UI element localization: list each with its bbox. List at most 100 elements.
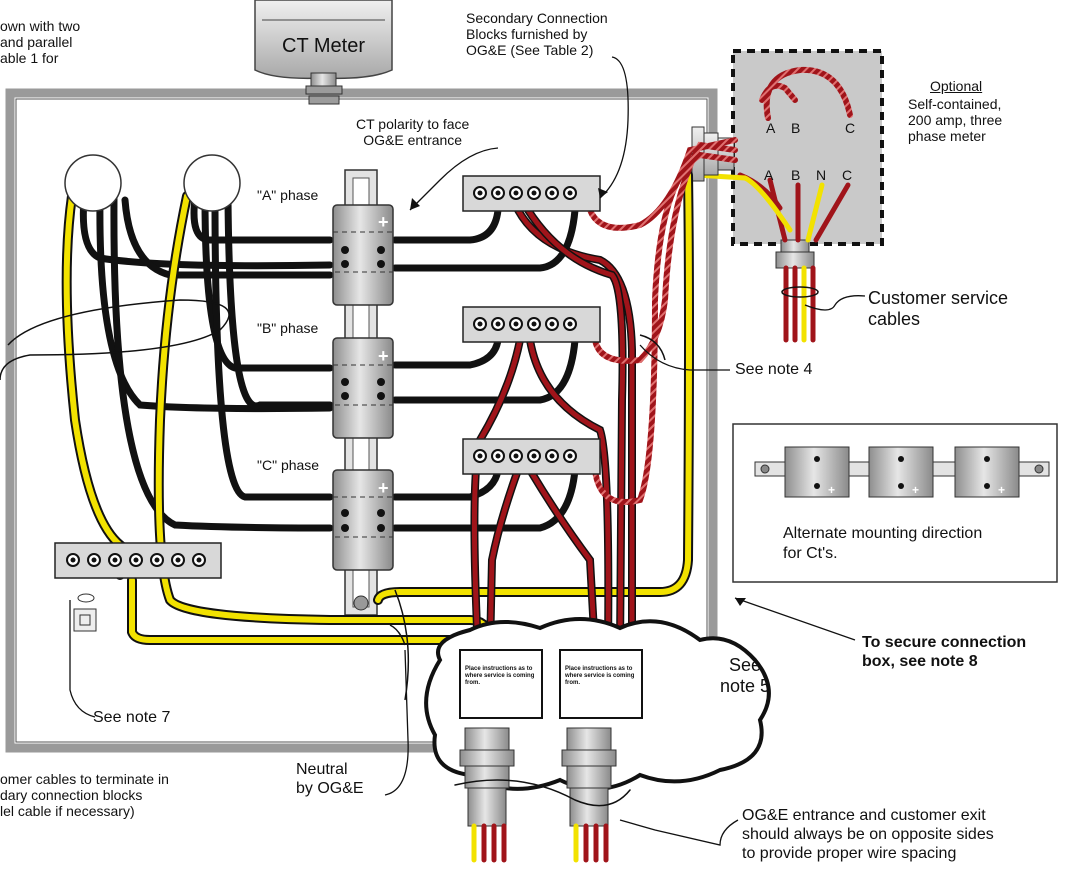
optional-description-line: Self-contained, bbox=[908, 96, 1002, 112]
secondary-blocks-line: Secondary Connection bbox=[466, 10, 608, 26]
terminal-screw-center bbox=[549, 321, 555, 327]
terminal-screw-center bbox=[133, 557, 139, 563]
terminal-screw-center bbox=[495, 453, 501, 459]
terminal-screw-center bbox=[567, 321, 573, 327]
see-note-5-label: See note 5 bbox=[720, 655, 770, 697]
entrance-note-line: should always be on opposite sides bbox=[742, 826, 994, 843]
see-note-4-label: See note 4 bbox=[735, 361, 813, 378]
terminal-screw-center bbox=[70, 557, 76, 563]
customer-service-line: cables bbox=[868, 309, 921, 329]
phase-b-label: "B" phase bbox=[257, 320, 319, 336]
top-left-note-line: able 1 for bbox=[0, 50, 59, 66]
ct-c: + bbox=[332, 469, 394, 571]
phase-a-label: "A" phase bbox=[257, 187, 319, 203]
see-note-5-line: note 5 bbox=[720, 676, 771, 696]
arrowheads bbox=[410, 188, 746, 606]
meter-terminal-c-top: C bbox=[845, 120, 856, 136]
optional-description-line: phase meter bbox=[908, 128, 986, 144]
alternate-mounting-inset: + + + bbox=[732, 423, 1058, 583]
ct-meter bbox=[254, 0, 393, 105]
terminal-screw-center bbox=[531, 453, 537, 459]
phase-c-label: "C" phase bbox=[257, 457, 320, 473]
terminal-screw-center bbox=[477, 321, 483, 327]
bottom-conduit-entrance bbox=[459, 727, 515, 827]
conduit-knockouts bbox=[64, 154, 241, 212]
block-terminals bbox=[66, 186, 577, 567]
optional-title: Optional bbox=[930, 78, 983, 94]
bottom-left-note-line: omer cables to terminate in bbox=[0, 771, 169, 787]
alternate-mounting-line: for Ct's. bbox=[783, 545, 838, 562]
terminal-screw-center bbox=[531, 190, 537, 196]
secondary-blocks-line: Blocks furnished by bbox=[466, 26, 588, 42]
meter-terminal-a-bottom: A bbox=[764, 167, 774, 183]
terminal-screw-center bbox=[549, 453, 555, 459]
svg-text:+: + bbox=[998, 483, 1005, 497]
top-left-note-line: and parallel bbox=[0, 34, 73, 50]
svg-text:+: + bbox=[378, 212, 389, 232]
neutral-line: by OG&E bbox=[296, 780, 364, 797]
alt-ct-1: + bbox=[784, 446, 850, 498]
secure-box-label: To secure connection box, see note 8 bbox=[862, 633, 1026, 671]
optional-meter-box bbox=[731, 49, 884, 269]
terminal-screw-center bbox=[567, 453, 573, 459]
svg-text:+: + bbox=[378, 478, 389, 498]
ct-a: + bbox=[332, 204, 394, 306]
bottom-cable-stubs bbox=[454, 779, 631, 863]
entrance-note-line: OG&E entrance and customer exit bbox=[742, 807, 986, 824]
ct-polarity-label: CT polarity to face OG&E entrance bbox=[356, 116, 469, 148]
terminal-screw-center bbox=[91, 557, 97, 563]
alternate-mounting-line: Alternate mounting direction bbox=[783, 525, 983, 542]
customer-service-cables bbox=[781, 265, 819, 343]
terminal-screw-center bbox=[154, 557, 160, 563]
see-note-7-label: See note 7 bbox=[93, 709, 171, 726]
terminal-screw-center bbox=[196, 557, 202, 563]
instruction-tag-right bbox=[559, 649, 643, 719]
neutral-line: Neutral bbox=[296, 761, 348, 778]
ct-meter-label: CT Meter bbox=[282, 35, 365, 57]
terminal-screw-center bbox=[567, 190, 573, 196]
alt-ct-3: + bbox=[954, 446, 1020, 498]
top-left-note-line: own with two bbox=[0, 18, 81, 34]
see-note-5-line: See bbox=[729, 655, 762, 675]
terminal-screw-center bbox=[112, 557, 118, 563]
terminal-screw-center bbox=[513, 453, 519, 459]
terminal-screw-center bbox=[477, 190, 483, 196]
neutral-label: Neutral by OG&E bbox=[296, 760, 364, 798]
svg-text:+: + bbox=[828, 483, 835, 497]
optional-meter-wiring bbox=[693, 66, 853, 243]
terminal-screw-center bbox=[477, 453, 483, 459]
meter-terminal-a-top: A bbox=[766, 120, 776, 136]
ct-b: + bbox=[332, 337, 394, 439]
terminal-screw-center bbox=[549, 190, 555, 196]
terminal-screw-center bbox=[513, 321, 519, 327]
optional-description: Self-contained, 200 amp, three phase met… bbox=[908, 96, 1002, 144]
ground-lug bbox=[73, 593, 97, 632]
alternate-mounting-label: Alternate mounting direction for Ct's. bbox=[783, 524, 982, 564]
customer-service-line: Customer service bbox=[868, 288, 1009, 308]
meter-terminal-b-top: B bbox=[791, 120, 801, 136]
meter-terminal-n-bottom: N bbox=[816, 167, 827, 183]
terminal-screw-center bbox=[531, 321, 537, 327]
secondary-blocks-label: Secondary Connection Blocks furnished by… bbox=[466, 10, 608, 58]
bottom-conduit-exit bbox=[561, 727, 617, 827]
instruction-tag-left bbox=[459, 649, 543, 719]
terminal-screw-center bbox=[495, 321, 501, 327]
bottom-left-note: omer cables to terminate in dary connect… bbox=[0, 771, 169, 819]
ct-polarity-line: CT polarity to face bbox=[356, 116, 470, 132]
bottom-left-note-line: lel cable if necessary) bbox=[0, 803, 135, 819]
secure-box-line: To secure connection bbox=[862, 634, 1027, 651]
ct-polarity-line: OG&E entrance bbox=[363, 132, 463, 148]
secondary-blocks-line: OG&E (See Table 2) bbox=[466, 42, 594, 58]
meter-terminal-c-bottom: C bbox=[842, 167, 853, 183]
terminal-screw-center bbox=[513, 190, 519, 196]
top-left-note: own with two and parallel able 1 for bbox=[0, 18, 80, 66]
bottom-left-note-line: dary connection blocks bbox=[0, 787, 143, 803]
alt-ct-2: + bbox=[868, 446, 934, 498]
leader-lines bbox=[69, 56, 866, 846]
instruction-tag-left-text: Place instructions as to where service i… bbox=[465, 666, 535, 686]
terminal-screw-center bbox=[495, 190, 501, 196]
entrance-note: OG&E entrance and customer exit should a… bbox=[742, 806, 994, 863]
meter-terminal-b-bottom: B bbox=[791, 167, 801, 183]
svg-text:+: + bbox=[378, 346, 389, 366]
entrance-note-line: to provide proper wire spacing bbox=[742, 845, 957, 862]
